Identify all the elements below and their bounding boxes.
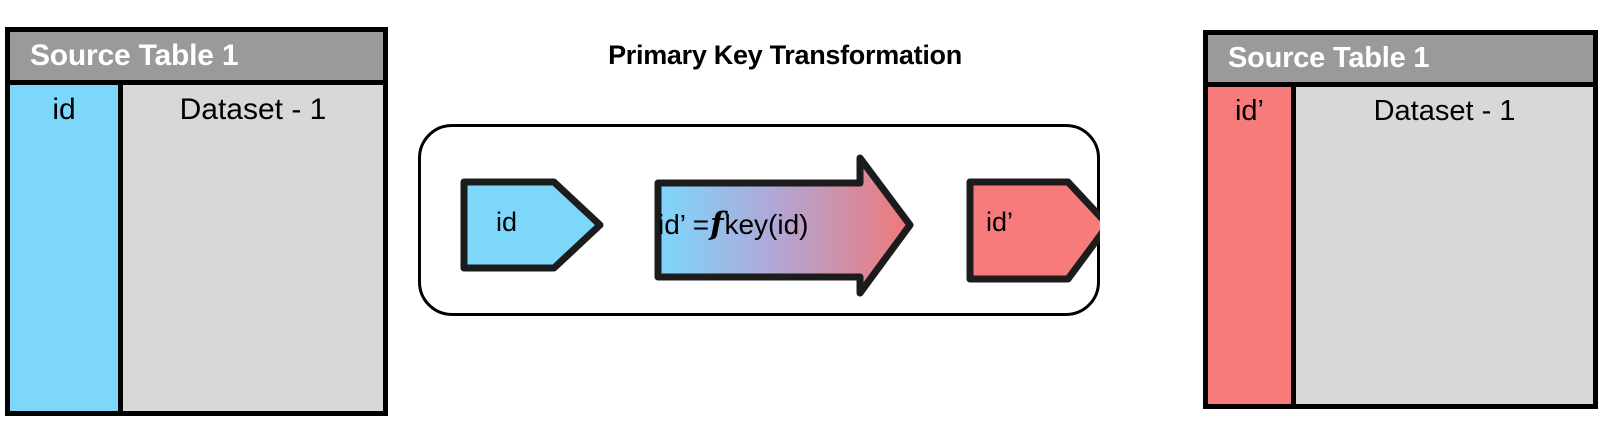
transformation-flow: id id’ =fkey(id) id’ (418, 124, 1112, 316)
source-table-left-data-column: Dataset - 1 (123, 85, 383, 411)
source-table-right-header: Source Table 1 (1208, 35, 1593, 87)
source-table-right-data-column-label: Dataset - 1 (1373, 95, 1516, 127)
source-table-right-key-column-label: id’ (1234, 95, 1264, 127)
source-table-left-header: Source Table 1 (10, 32, 383, 85)
source-table-left: Source Table 1 id Dataset - 1 (5, 27, 388, 416)
input-key-shape (460, 178, 604, 272)
formula-function-symbol: f (710, 206, 724, 242)
transformation-flow-graphics (460, 154, 1112, 297)
source-table-left-key-column-label: id (52, 93, 76, 126)
output-key-shape (966, 178, 1112, 283)
transformation-formula: id’ =fkey(id) (658, 206, 808, 242)
source-table-right-key-column: id’ (1208, 87, 1296, 404)
formula-rhs: key(id) (724, 209, 809, 240)
source-table-right: Source Table 1 id’ Dataset - 1 (1203, 30, 1598, 409)
source-table-left-data-column-label: Dataset - 1 (179, 93, 327, 126)
source-table-left-body: id Dataset - 1 (10, 85, 383, 411)
transformation-arrow-shape (654, 154, 914, 297)
output-key-label: id’ (986, 207, 1014, 237)
formula-lhs: id’ = (658, 209, 710, 240)
page-title: Primary Key Transformation (608, 40, 962, 70)
source-table-left-key-column: id (10, 85, 123, 411)
source-table-right-data-column: Dataset - 1 (1296, 87, 1593, 404)
input-key-label: id (496, 207, 518, 237)
source-table-right-body: id’ Dataset - 1 (1208, 87, 1593, 404)
